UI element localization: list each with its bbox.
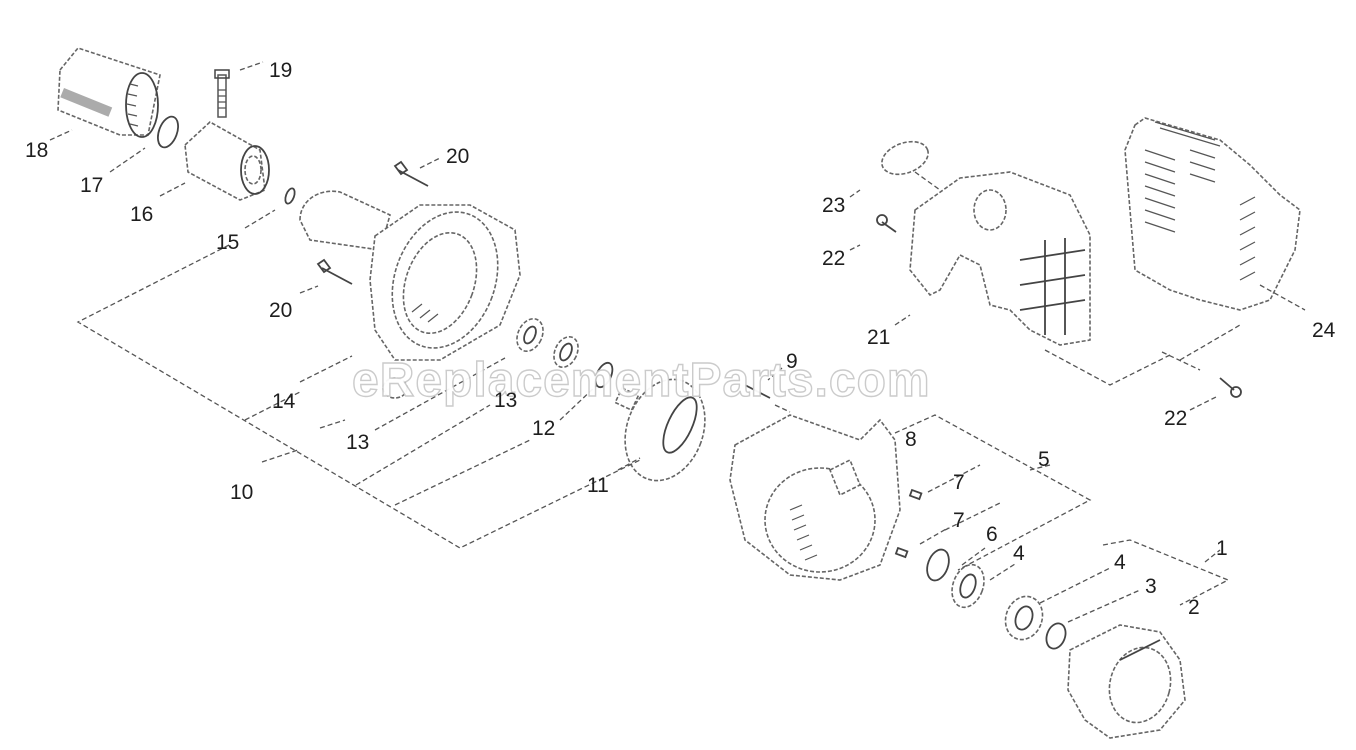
part-19-bolt	[214, 69, 230, 118]
callout-2: 2	[1188, 596, 1200, 619]
part-15-o-ring	[284, 187, 296, 205]
part-9-screw	[744, 384, 771, 399]
part-6-oil-seal	[926, 548, 950, 582]
callout-4a: 4	[1114, 551, 1126, 574]
part-16-shaft-holder	[184, 121, 270, 201]
part-18-grip	[57, 47, 161, 138]
part-11-clutch-drum	[614, 378, 706, 482]
callout-1: 1	[1216, 537, 1228, 560]
part-13-bearing-b	[553, 335, 579, 369]
callout-19: 19	[269, 59, 292, 82]
callout-20b: 20	[269, 299, 292, 322]
watermark: eReplacementParts.com	[352, 354, 931, 407]
part-22-screw-a	[876, 214, 897, 233]
callout-7a: 7	[953, 471, 965, 494]
callout-13a: 13	[346, 431, 369, 454]
part-4-bearing-a	[951, 563, 985, 609]
callout-21: 21	[867, 326, 890, 349]
callout-23: 23	[822, 194, 845, 217]
part-17-snap-ring	[157, 115, 179, 149]
callout-9: 9	[786, 350, 798, 373]
part-24-cylinder-cover	[1124, 117, 1301, 311]
callout-12: 12	[532, 417, 555, 440]
part-7-dowel-pin-a	[908, 488, 923, 501]
callout-4b: 4	[1013, 542, 1025, 565]
callout-18: 18	[25, 139, 48, 162]
callout-16: 16	[130, 203, 153, 226]
callout-labels: 1 2 3 4 4 5 6 7 7 8 9 10 11 12 13 13 14 …	[25, 59, 1336, 619]
part-20-bolt-lower	[316, 258, 353, 285]
callout-7b: 7	[953, 509, 965, 532]
part-8-crankcase-half	[729, 414, 901, 581]
part-21-engine-cover	[909, 171, 1091, 346]
callout-17: 17	[80, 174, 103, 197]
part-13-bearing-a	[516, 317, 544, 353]
callout-20a: 20	[446, 145, 469, 168]
part-23-label	[881, 140, 929, 176]
callout-14: 14	[272, 390, 296, 413]
part-2-crankcase-half	[1067, 624, 1186, 739]
callout-6: 6	[986, 523, 998, 546]
callout-5: 5	[1038, 448, 1050, 471]
part-4-bearing-b	[1004, 595, 1044, 641]
part-22-screw-b	[1219, 377, 1242, 398]
part-12-snap-ring	[594, 361, 614, 389]
callout-10: 10	[230, 481, 253, 504]
callout-8: 8	[905, 428, 917, 451]
callout-24: 24	[1312, 319, 1336, 342]
part-20-bolt-upper	[393, 160, 429, 187]
callout-3: 3	[1145, 575, 1157, 598]
callout-22b: 22	[1164, 407, 1187, 430]
part-3-oil-seal	[1045, 622, 1067, 650]
leader-lines	[49, 61, 1306, 623]
callout-22a: 22	[822, 247, 845, 270]
callout-15: 15	[216, 231, 239, 254]
part-7-dowel-pin-b	[894, 546, 909, 559]
callout-13b: 13	[494, 389, 517, 412]
part-14-clutch-housing	[299, 190, 521, 399]
callout-11: 11	[587, 474, 609, 497]
